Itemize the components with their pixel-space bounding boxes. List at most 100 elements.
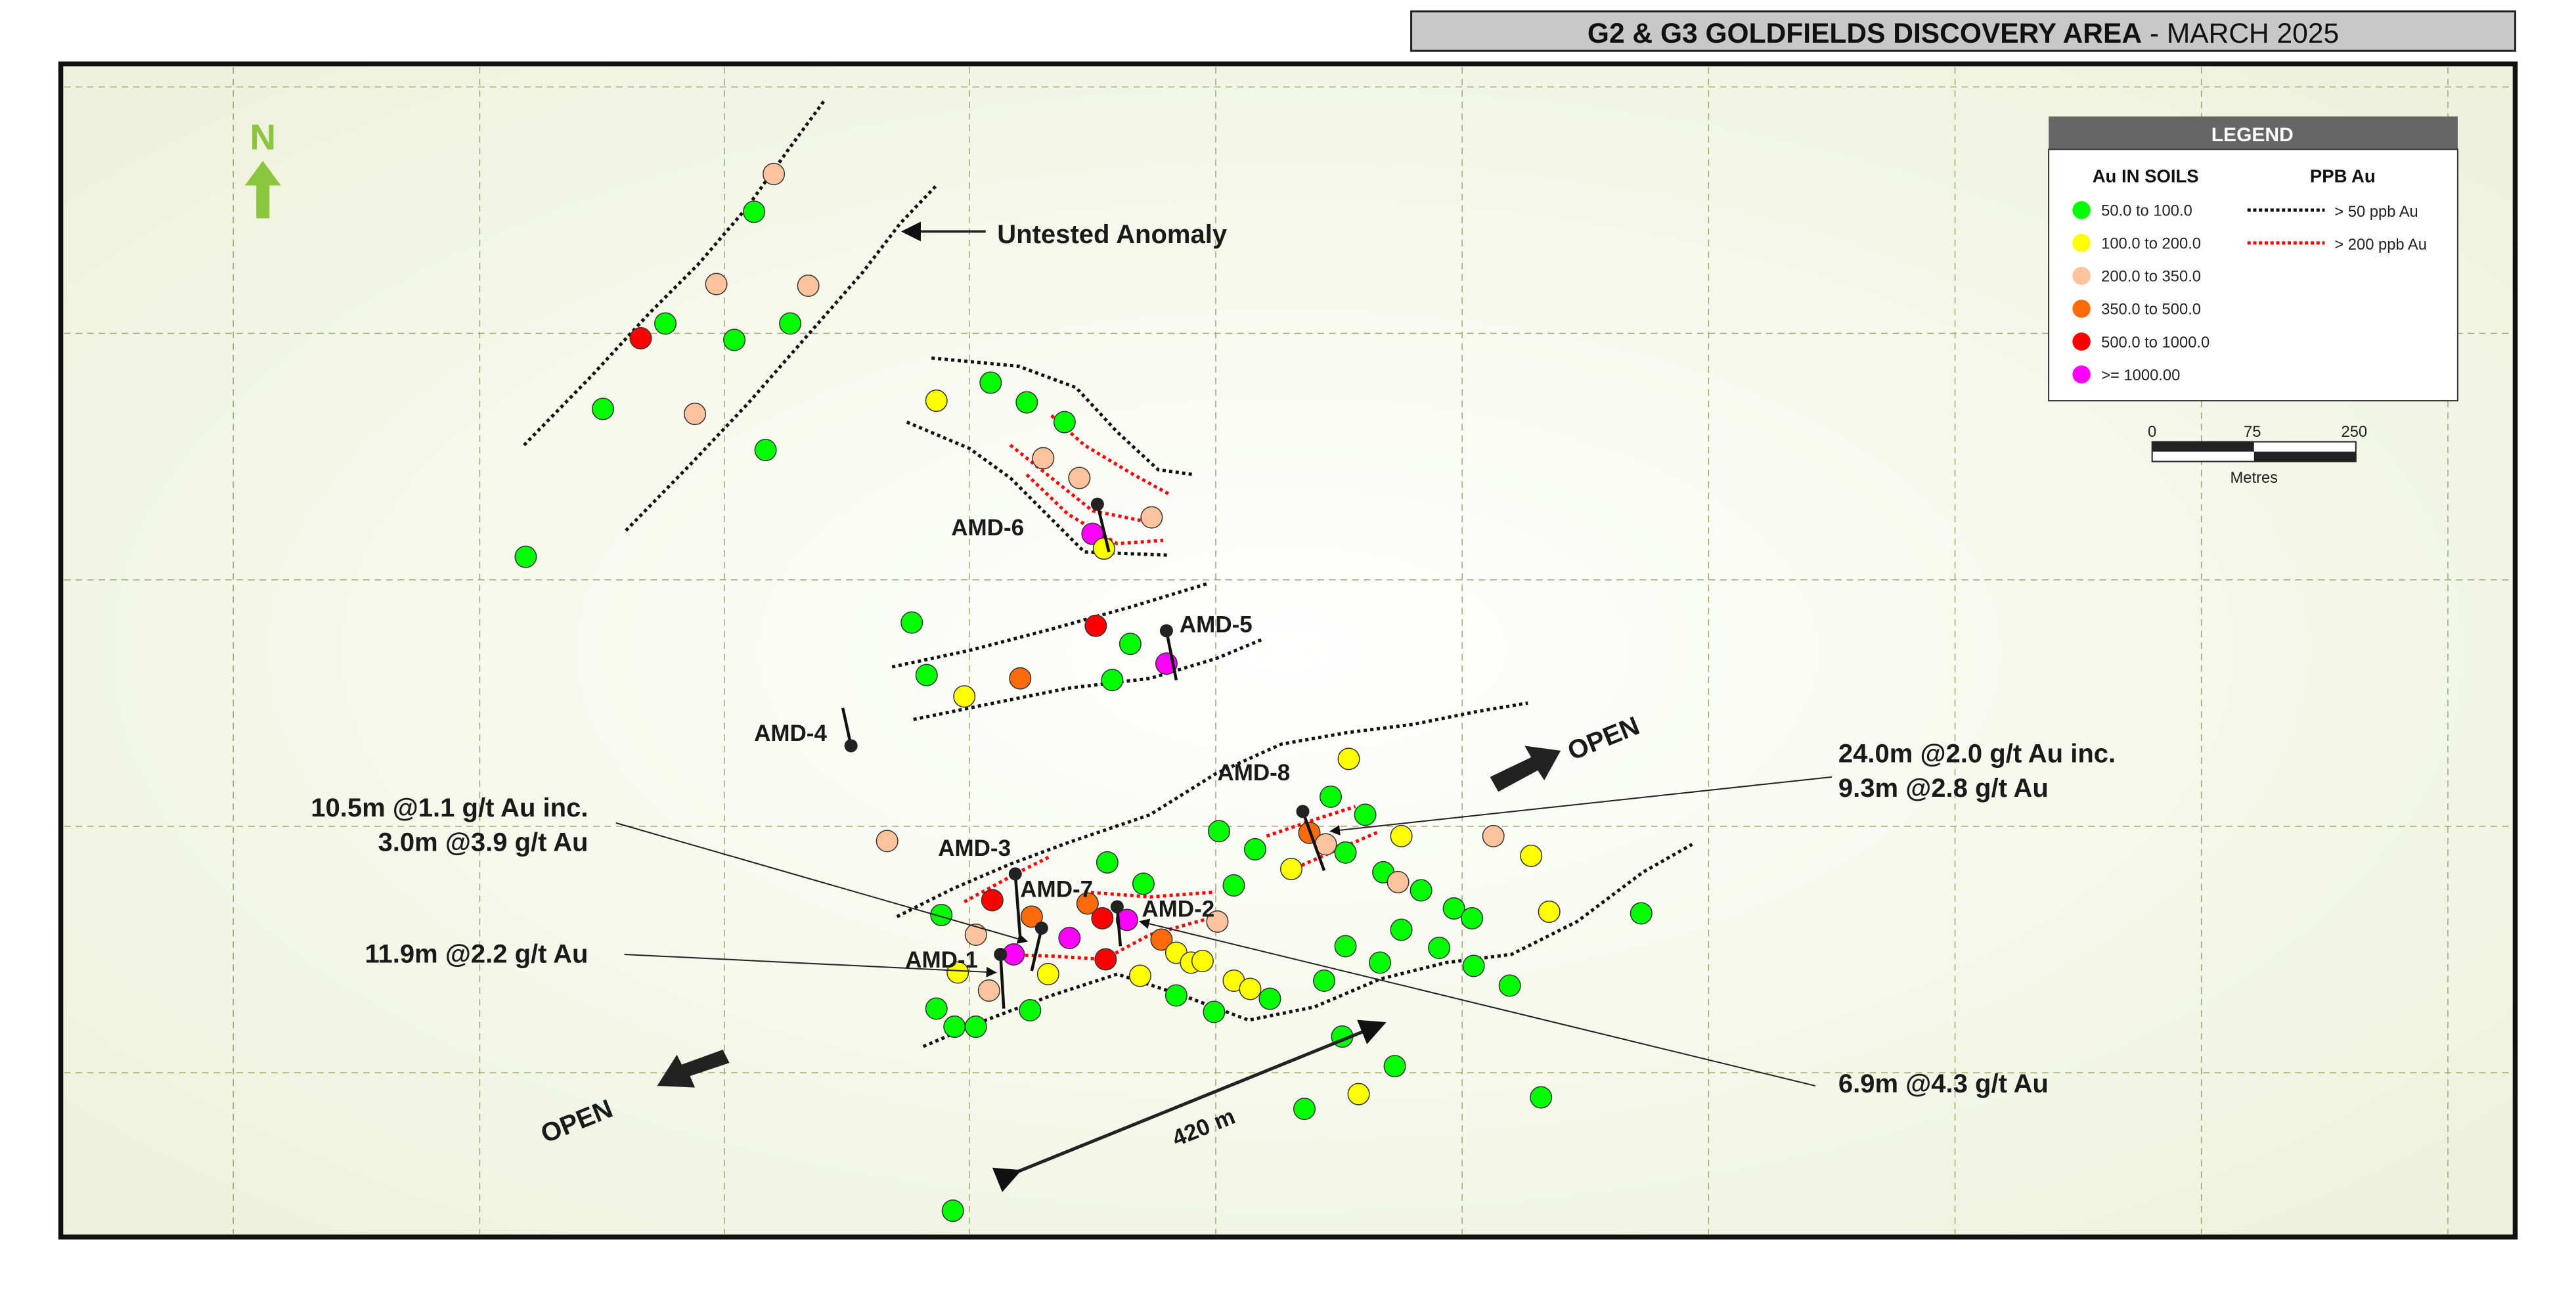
soil-sample-point xyxy=(1032,447,1055,470)
soil-sample-point xyxy=(1530,1086,1553,1109)
soil-sample-point xyxy=(1383,1055,1406,1078)
soil-sample-point xyxy=(941,1199,964,1222)
legend-swatch xyxy=(2072,332,2091,351)
drillhole-collar-amd-7[interactable] xyxy=(1034,921,1048,935)
drillhole-collar-amd-8[interactable] xyxy=(1296,805,1310,818)
anomaly-outline-200ppb xyxy=(1084,890,1216,899)
soil-sample-point xyxy=(779,312,802,335)
soil-sample-point xyxy=(1390,824,1413,847)
legend-ppb-title: PPB Au xyxy=(2310,166,2376,186)
north-label: N xyxy=(250,116,276,157)
intercept-amd8-line2: 9.3m @2.8 g/t Au xyxy=(1838,774,2049,803)
open-arrow-sw-icon xyxy=(657,1050,730,1088)
soil-sample-point xyxy=(1239,977,1262,1000)
soil-sample-point xyxy=(763,162,786,185)
soil-sample-point xyxy=(1091,906,1114,929)
legend-class-label: 500.0 to 1000.0 xyxy=(2101,334,2210,351)
drillhole-collar-amd-3[interactable] xyxy=(1008,867,1022,881)
drillhole-trace xyxy=(1030,927,1044,972)
legend-swatch xyxy=(2072,267,2091,285)
north-arrow-icon xyxy=(244,160,281,219)
label-amd-2: AMD-2 xyxy=(1142,896,1214,922)
title-date: - MARCH 2025 xyxy=(2142,18,2339,49)
legend-swatch xyxy=(2072,201,2091,219)
soil-sample-point xyxy=(1203,1000,1226,1023)
legend-line-50-label: > 50 ppb Au xyxy=(2334,203,2418,221)
north-arrow: N xyxy=(244,116,281,219)
legend-swatch xyxy=(2072,234,2091,252)
drillhole-collar-amd-2[interactable] xyxy=(1110,900,1124,914)
scale-tick-75: 75 xyxy=(2244,423,2261,441)
soil-sample-point xyxy=(723,328,746,351)
anomaly-outline-50ppb xyxy=(891,581,1210,669)
anomaly-outline-50ppb xyxy=(931,356,1195,477)
soil-sample-point xyxy=(1538,900,1561,923)
label-amd-7: AMD-7 xyxy=(1020,876,1093,902)
soil-sample-point xyxy=(1058,926,1081,949)
drillhole-trace xyxy=(1115,906,1122,947)
drillhole-collar-amd-4[interactable] xyxy=(844,739,858,753)
soil-sample-point xyxy=(1410,879,1432,902)
soil-sample-point xyxy=(1009,667,1032,690)
legend-swatch xyxy=(2072,300,2091,318)
legend-class-label: 200.0 to 350.0 xyxy=(2101,268,2201,286)
soil-sample-point xyxy=(1334,935,1357,958)
soil-sample-point xyxy=(1015,391,1038,414)
soil-sample-point xyxy=(1191,949,1214,973)
scale-tick-0: 0 xyxy=(2148,423,2156,441)
soil-sample-point xyxy=(1115,908,1138,931)
soil-sample-point xyxy=(514,545,537,568)
anomaly-outline-50ppb xyxy=(523,99,826,447)
soil-sample-point xyxy=(1347,1083,1370,1106)
legend-header: LEGEND xyxy=(2211,124,2294,146)
soil-sample-point xyxy=(1076,892,1099,915)
drillhole-collar-amd-5[interactable] xyxy=(1159,624,1173,638)
soil-sample-point xyxy=(876,830,899,853)
drillhole-trace xyxy=(1301,811,1326,872)
soil-sample-point xyxy=(1428,936,1451,959)
soil-sample-point xyxy=(797,274,820,297)
title-bar: G2 & G3 GOLDFIELDS DISCOVERY AREA - MARC… xyxy=(1410,10,2516,52)
intercept-amd3-line2: 3.0m @3.9 g/t Au xyxy=(378,828,588,857)
soil-sample-point xyxy=(964,923,987,946)
soil-sample-point xyxy=(977,979,1000,1002)
soil-sample-point xyxy=(629,327,652,350)
soil-sample-point xyxy=(1334,841,1357,864)
anomaly-outline-50ppb xyxy=(896,701,1528,918)
soil-sample-point xyxy=(1462,954,1485,977)
scale-bar: 0 75 250 Metres xyxy=(2148,423,2367,487)
soil-sample-point xyxy=(754,439,777,462)
soil-sample-point xyxy=(1094,948,1117,971)
label-amd-4: AMD-4 xyxy=(754,721,827,746)
soil-sample-point xyxy=(1293,1098,1316,1121)
soil-sample-point xyxy=(654,312,677,335)
label-amd-6: AMD-6 xyxy=(951,515,1024,541)
soil-sample-point xyxy=(705,273,728,296)
soil-sample-point xyxy=(981,889,1004,912)
soil-sample-point xyxy=(900,611,923,634)
soil-samples xyxy=(514,162,1653,1222)
anomaly-outline-200ppb xyxy=(1266,805,1356,838)
drillhole-collar-amd-6[interactable] xyxy=(1090,497,1104,511)
soil-sample-point xyxy=(1354,803,1377,826)
legend-class-label: >= 1000.00 xyxy=(2101,367,2180,384)
legend-class-label: 350.0 to 500.0 xyxy=(2101,301,2201,319)
soil-sample-point xyxy=(1442,897,1465,920)
soil-sample-point xyxy=(964,1016,987,1039)
soil-sample-point xyxy=(1222,874,1245,897)
title-main: G2 & G3 GOLDFIELDS DISCOVERY AREA xyxy=(1588,18,2142,49)
soil-sample-point xyxy=(1036,962,1059,986)
soil-sample-point xyxy=(1313,969,1336,993)
intercept-amd2: 6.9m @4.3 g/t Au xyxy=(1838,1069,2049,1098)
legend-soils-title: Au IN SOILS xyxy=(2093,166,2199,186)
soil-sample-point xyxy=(1140,506,1163,529)
scale-unit: Metres xyxy=(2230,469,2278,487)
soil-sample-point xyxy=(1092,537,1115,560)
soil-sample-point xyxy=(943,1016,966,1039)
soil-sample-point xyxy=(925,997,948,1020)
soil-sample-point xyxy=(1337,748,1360,771)
soil-sample-point xyxy=(1132,872,1155,895)
soil-sample-point xyxy=(953,685,976,708)
drillhole-collar-amd-1[interactable] xyxy=(994,947,1008,961)
soil-sample-point xyxy=(1084,614,1107,637)
